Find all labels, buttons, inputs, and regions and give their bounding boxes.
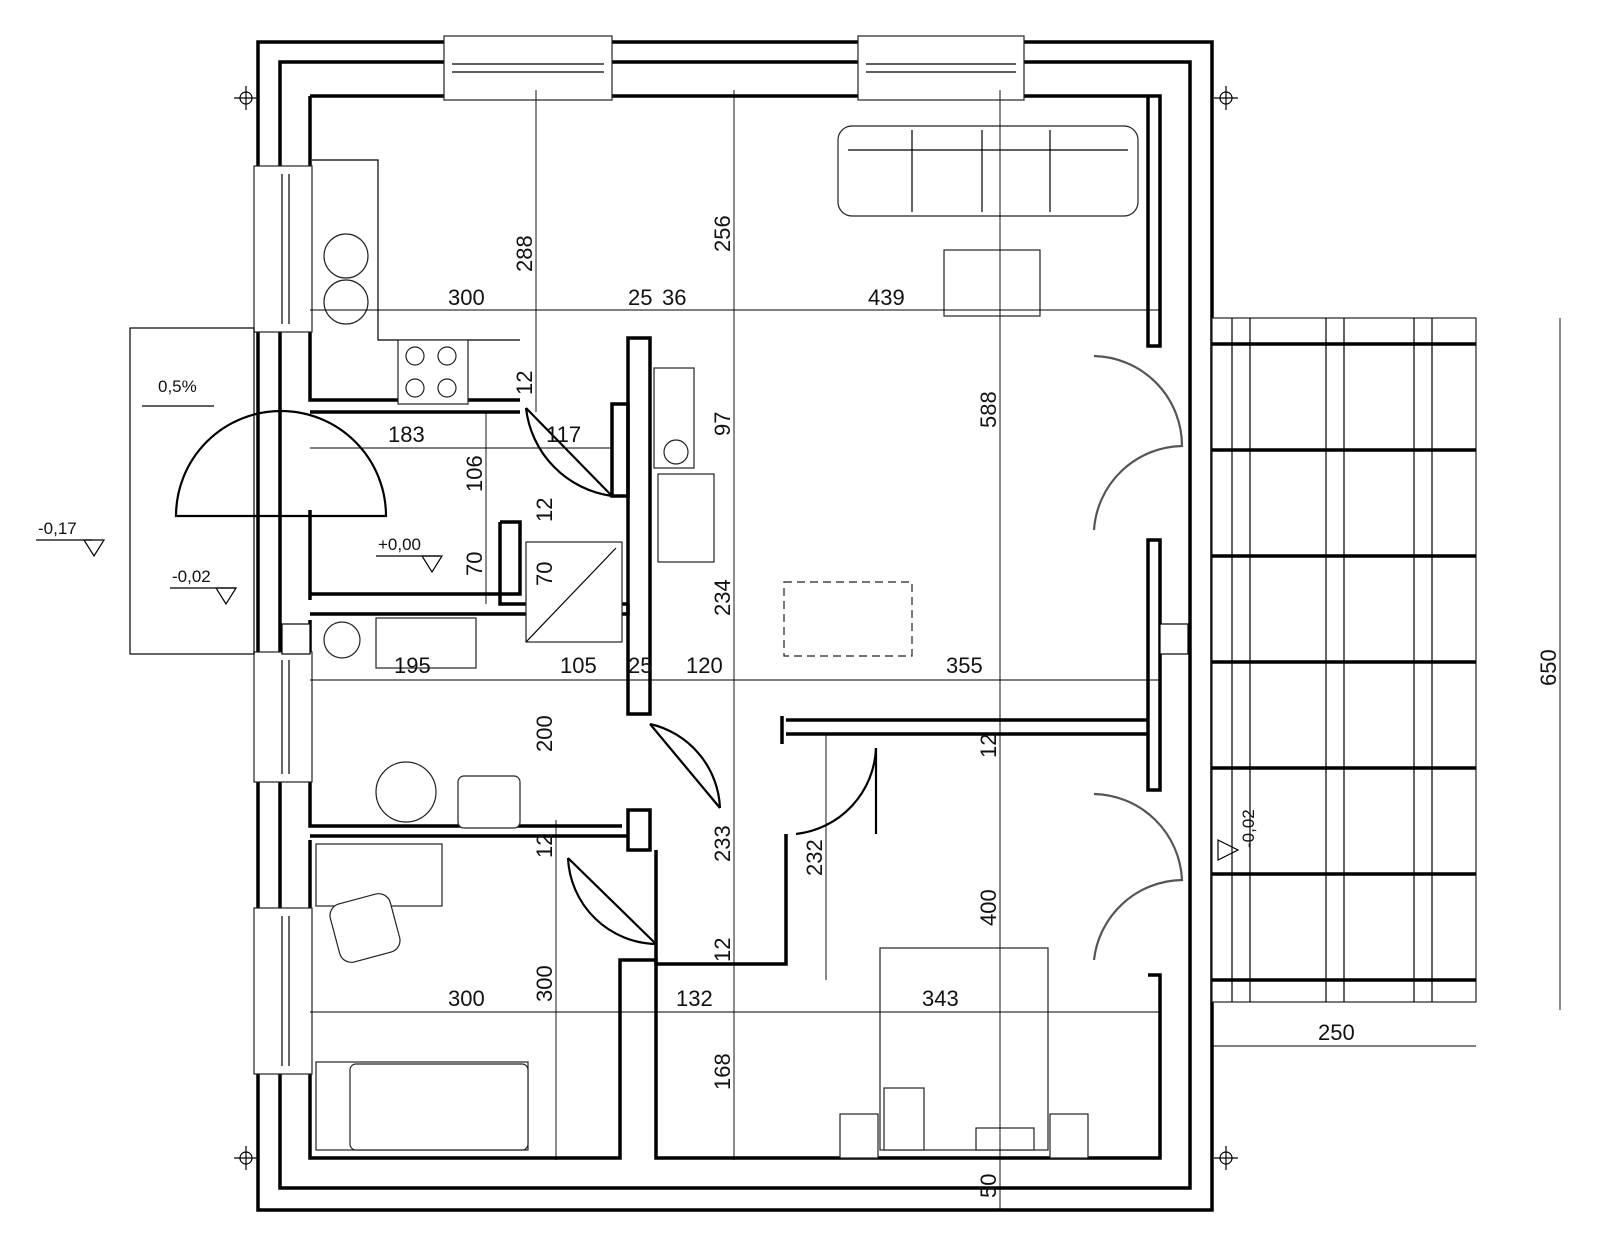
terrace xyxy=(1211,317,1477,1003)
dim-300-bottom-left: 300 xyxy=(448,986,485,1011)
dim-25-b: 25 xyxy=(628,653,652,678)
dim-12-c: 12 xyxy=(976,734,1001,758)
level-entrance: -0,02 xyxy=(172,567,211,586)
dim-168: 168 xyxy=(710,1053,735,1090)
windows xyxy=(253,35,1189,1075)
level-ext-left: -0,17 xyxy=(38,519,77,538)
dim-588: 588 xyxy=(976,391,1001,428)
corner-markers xyxy=(234,86,1238,1170)
dim-232: 232 xyxy=(802,839,827,876)
dim-120: 120 xyxy=(686,653,723,678)
dim-400: 400 xyxy=(976,889,1001,926)
dim-12-d: 12 xyxy=(532,834,557,858)
dim-300-vertical: 300 xyxy=(532,965,557,1002)
dimension-lines xyxy=(310,90,1561,1210)
doors xyxy=(174,354,1184,961)
dim-439: 439 xyxy=(868,285,905,310)
level-labels: 0,5% -0,17 -0,02 +0,00 -0,02 xyxy=(38,377,1258,848)
dim-288: 288 xyxy=(512,235,537,272)
level-markers xyxy=(36,327,1240,861)
dim-25: 25 xyxy=(628,285,652,310)
dim-132: 132 xyxy=(676,986,713,1011)
dim-70-b: 70 xyxy=(532,562,557,586)
dim-300-top: 300 xyxy=(448,285,485,310)
level-slope: 0,5% xyxy=(158,377,197,396)
dim-117: 117 xyxy=(546,422,581,447)
dim-97: 97 xyxy=(710,412,735,436)
dim-12-b: 12 xyxy=(532,498,557,522)
dim-234: 234 xyxy=(710,579,735,616)
dim-12-e: 12 xyxy=(710,938,735,962)
dim-355: 355 xyxy=(946,653,983,678)
interior-walls xyxy=(310,336,1148,966)
dim-650: 650 xyxy=(1536,649,1561,686)
dim-233: 233 xyxy=(710,825,735,862)
dim-106: 106 xyxy=(462,455,487,492)
dim-200: 200 xyxy=(532,715,557,752)
dim-183: 183 xyxy=(388,422,425,447)
dim-50: 50 xyxy=(976,1174,1001,1198)
dimension-labels: 300 25 36 439 288 256 12 183 117 97 588 … xyxy=(388,215,1561,1198)
dim-70-a: 70 xyxy=(462,552,487,576)
dim-105: 105 xyxy=(560,653,597,678)
level-interior: +0,00 xyxy=(378,535,421,554)
dim-256: 256 xyxy=(710,215,735,252)
dim-36: 36 xyxy=(662,285,686,310)
dim-343: 343 xyxy=(922,986,959,1011)
dim-12-a: 12 xyxy=(512,371,537,395)
level-terrace: -0,02 xyxy=(1239,809,1258,848)
dim-250: 250 xyxy=(1318,1020,1355,1045)
dim-195: 195 xyxy=(394,653,431,678)
furniture xyxy=(312,125,1139,1159)
